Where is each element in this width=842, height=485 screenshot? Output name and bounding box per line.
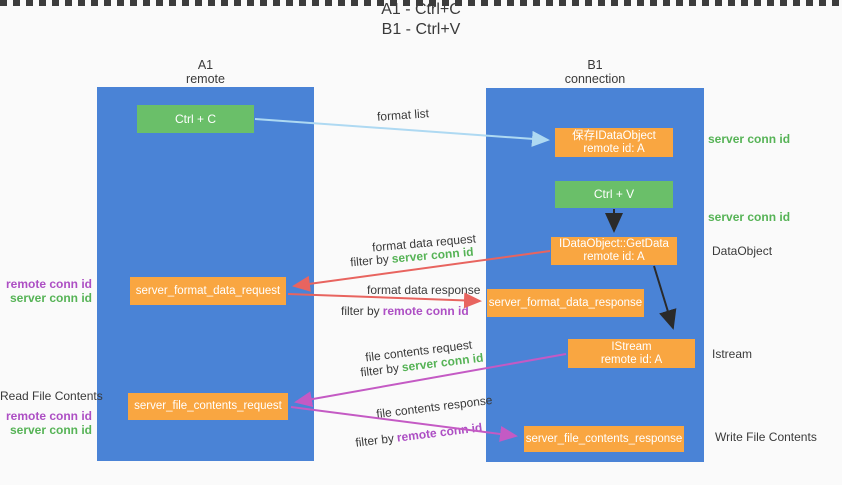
box-idataobject-getdata: IDataObject::GetData remote id: A [551,237,677,265]
annotation-remote-conn-id-bottom-left: remote conn id [5,409,92,423]
box-ctrl-c-label: Ctrl + C [174,111,216,126]
box-save-dataobject-line1: 保存IDataObject [572,129,656,142]
box-server-file-contents-request-label: server_file_contents_request [134,400,282,412]
panel-b1-name: B1 [587,58,603,72]
box-idataobject-getdata-line1: IDataObject::GetData [559,238,669,250]
label-remote-conn-id-text: remote conn id [395,420,484,445]
box-server-file-contents-request: server_file_contents_request [128,393,288,420]
panel-header-b1: B1 connection [486,58,704,86]
label-filter-by-text: filter by [349,252,390,270]
label-filter-by-remote-2: filter byremote conn id [355,420,483,449]
diagram-title: A1 - Ctrl+C B1 - Ctrl+V [0,0,842,40]
annotation-dataobject: DataObject [712,244,773,258]
box-server-format-data-request: server_format_data_request [130,277,286,305]
box-ctrl-c: Ctrl + C [137,105,254,133]
panel-header-a1: A1 remote [97,58,314,86]
box-server-format-data-response-label: server_format_data_response [488,296,643,309]
annotation-server-conn-id-bottom-left: server conn id [9,423,92,437]
label-format-list: format list [376,106,430,124]
box-istream-line2: remote id: A [600,353,663,366]
box-ctrl-v-label: Ctrl + V [593,187,635,201]
label-filter-by-text: filter by [354,431,395,450]
panel-a1-name: A1 [197,58,214,72]
dashed-separator [0,0,842,6]
label-format-data-response: format data response [367,283,481,297]
label-remote-conn-id-text: remote conn id [382,304,469,318]
box-server-format-data-request-label: server_format_data_request [135,284,281,297]
annotation-read-file-contents: Read File Contents [0,389,103,403]
annotation-istream: Istream [712,347,753,361]
annotation-remote-conn-id-top-left: remote conn id [5,277,92,291]
box-server-file-contents-response-label: server_file_contents_response [525,432,683,445]
box-save-dataobject-line2: remote id: A [583,142,645,155]
box-ctrl-v: Ctrl + V [555,181,673,208]
box-server-format-data-response: server_format_data_response [487,289,644,317]
box-save-dataobject: 保存IDataObject remote id: A [555,128,673,157]
panel-b1-subtitle: connection [564,72,626,86]
annotation-server-conn-id-mid-right: server conn id [708,210,791,224]
box-server-file-contents-response: server_file_contents_response [524,426,684,452]
box-idataobject-getdata-line2: remote id: A [583,251,645,263]
annotation-server-conn-id-top-right: server conn id [708,132,791,146]
annotation-server-conn-id-top-left: server conn id [9,291,92,305]
annotation-write-file-contents: Write File Contents [715,430,817,444]
panel-a1-subtitle: remote [186,72,225,86]
label-file-contents-response: file contents response [375,392,494,422]
diagram-title-line2: B1 - Ctrl+V [381,21,461,38]
box-istream: IStream remote id: A [568,339,695,368]
box-istream-line1: IStream [611,340,652,353]
label-filter-by-text: filter by [341,304,380,318]
